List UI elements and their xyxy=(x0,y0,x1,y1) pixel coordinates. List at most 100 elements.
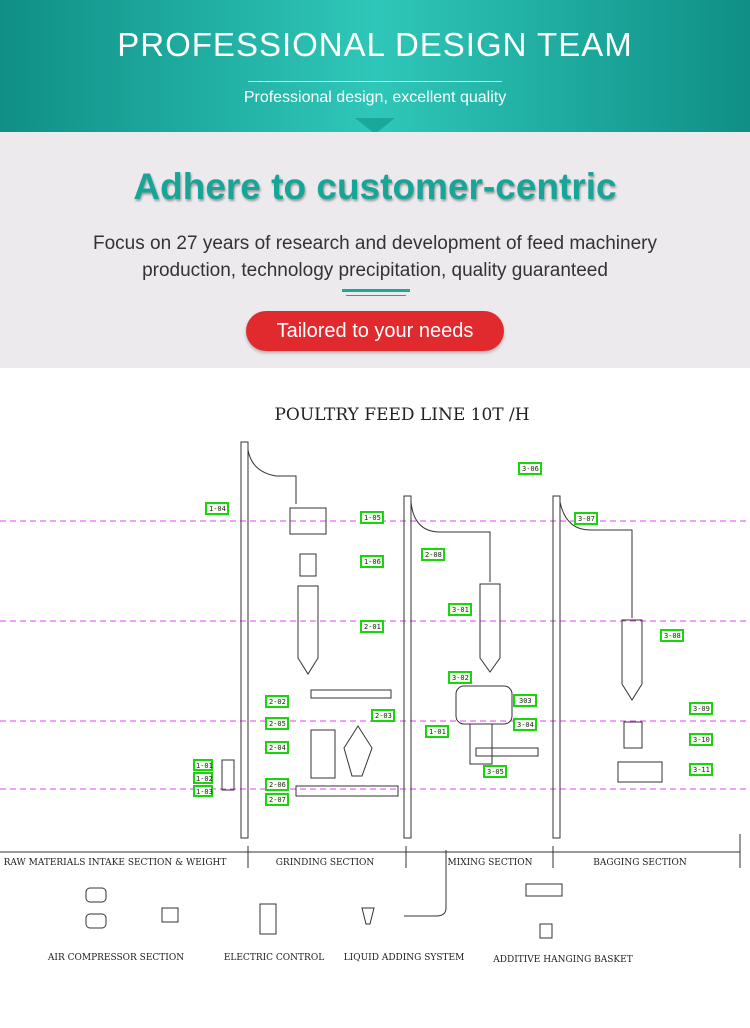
equipment-tag: 2-08 xyxy=(421,548,445,561)
svg-text:1-06: 1-06 xyxy=(364,558,381,566)
equipment-tag: 1-05 xyxy=(360,511,384,524)
banner-divider xyxy=(248,81,502,82)
banner-notch xyxy=(355,118,395,134)
elevator-3 xyxy=(552,495,561,839)
liquid-tank xyxy=(361,907,375,925)
section-labels: RAW MATERIALS INTAKE SECTION & WEIGHT GR… xyxy=(4,858,687,965)
svg-text:2-03: 2-03 xyxy=(375,712,392,720)
accent-rule-thin xyxy=(346,295,406,296)
hammer-mill xyxy=(310,729,336,779)
elevator-1 xyxy=(240,441,249,839)
section-label-grinding: GRINDING SECTION xyxy=(276,858,375,868)
conveyor-pipe xyxy=(247,449,297,504)
svg-text:303: 303 xyxy=(519,697,532,705)
svg-text:2-06: 2-06 xyxy=(269,781,286,789)
equipment-tag: 3-04 xyxy=(513,718,537,731)
svg-text:2-07: 2-07 xyxy=(269,796,286,804)
banner-title: PROFESSIONAL DESIGN TEAM xyxy=(117,26,633,63)
equipment-tag: 2-01 xyxy=(360,620,384,633)
base-conveyor xyxy=(295,785,399,797)
diagram-title: POULTRY FEED LINE 10T /H xyxy=(274,405,529,425)
equipment-tag: 1-04 xyxy=(205,502,229,515)
section-label-bagging: BAGGING SECTION xyxy=(593,858,687,868)
additive-bag xyxy=(539,923,553,939)
equipment-tag: 3-09 xyxy=(689,702,713,715)
conveyor-pipe xyxy=(559,501,633,618)
svg-text:3-09: 3-09 xyxy=(693,705,710,713)
mixer-body xyxy=(343,725,373,777)
svg-text:3-11: 3-11 xyxy=(693,766,710,774)
magnet xyxy=(299,553,317,577)
bagging-silo xyxy=(621,619,643,701)
equipment-tag: 3-02 xyxy=(448,671,472,684)
equipment-tag: 3-11 xyxy=(689,763,713,776)
description-line-2: production, technology precipitation, qu… xyxy=(142,260,608,281)
section-label-mixing: MIXING SECTION xyxy=(447,858,532,868)
svg-text:3-07: 3-07 xyxy=(578,515,595,523)
svg-text:3-02: 3-02 xyxy=(452,674,469,682)
air-compressor xyxy=(85,887,107,903)
header-banner xyxy=(0,0,750,132)
equipment-tag: 2-07 xyxy=(265,793,289,806)
equipment-tag: 1-03 xyxy=(193,785,213,797)
feed-line-diagram: POULTRY FEED LINE 10T /H xyxy=(0,405,750,965)
banner-subtitle: Professional design, excellent quality xyxy=(243,89,507,106)
svg-text:3-01: 3-01 xyxy=(452,606,469,614)
additive-basket xyxy=(525,883,563,897)
equipment-tag: 1-06 xyxy=(360,555,384,568)
svg-text:3-08: 3-08 xyxy=(664,632,681,640)
accent-rule xyxy=(342,289,410,292)
conveyor-pipe xyxy=(410,501,491,582)
air-tank xyxy=(161,907,179,923)
svg-text:1-04: 1-04 xyxy=(209,505,226,513)
intake-hopper xyxy=(221,759,235,791)
tailored-button[interactable]: Tailored to your needs xyxy=(246,311,504,351)
aux-label-additive-basket: ADDITIVE HANGING BASKET xyxy=(492,955,632,965)
svg-text:3-06: 3-06 xyxy=(522,465,539,473)
equipment-tag: 2-04 xyxy=(265,741,289,754)
equipment-tag: 2-06 xyxy=(265,778,289,791)
svg-text:2-01: 2-01 xyxy=(364,623,381,631)
equipment-tag: 2-02 xyxy=(265,695,289,708)
svg-text:3-04: 3-04 xyxy=(517,721,534,729)
machinery-drawing xyxy=(0,441,741,939)
svg-text:3-10: 3-10 xyxy=(693,736,710,744)
equipment-tag: 3-06 xyxy=(518,462,542,475)
equipment-tag: 1-01 xyxy=(425,725,449,738)
equipment-tag: 3-05 xyxy=(483,765,507,778)
svg-text:2-08: 2-08 xyxy=(425,551,442,559)
electric-control-cabinet xyxy=(259,903,277,935)
mixing-silo xyxy=(479,583,501,673)
svg-text:1-01: 1-01 xyxy=(429,728,446,736)
svg-text:1-05: 1-05 xyxy=(364,514,381,522)
svg-text:2-05: 2-05 xyxy=(269,720,286,728)
support xyxy=(469,723,493,765)
intro-description: Focus on 27 years of research and develo… xyxy=(0,230,750,284)
equipment-tag: 1-02 xyxy=(193,772,213,784)
equipment-tag: 303 xyxy=(513,694,537,707)
svg-text:1-02: 1-02 xyxy=(196,775,213,783)
equipment-tag: 3-01 xyxy=(448,603,472,616)
equipment-tag: 1-01 xyxy=(193,759,213,771)
svg-text:2-04: 2-04 xyxy=(269,744,286,752)
equipment-tag: 3-08 xyxy=(660,629,684,642)
aux-label-electric-control: ELECTRIC CONTROL xyxy=(224,953,324,963)
packer xyxy=(623,721,643,749)
air-compressor xyxy=(85,913,107,929)
equipment-tag: 3-07 xyxy=(574,512,598,525)
elevator-2 xyxy=(403,495,412,839)
svg-text:1-03: 1-03 xyxy=(196,788,213,796)
silo xyxy=(297,585,319,675)
equipment-tag: 2-03 xyxy=(371,709,395,722)
svg-text:1-01: 1-01 xyxy=(196,762,213,770)
mixing-conveyor xyxy=(475,747,539,757)
svg-text:2-02: 2-02 xyxy=(269,698,286,706)
bin-feeder xyxy=(289,507,327,535)
screw-conveyor xyxy=(310,689,392,699)
mixer xyxy=(455,685,513,725)
bag-stand xyxy=(617,761,663,783)
intro-headline: Adhere to customer-centric xyxy=(133,166,617,207)
equipment-tag: 3-10 xyxy=(689,733,713,746)
equipment-tags: 1-04 1-05 1-06 2-01 2-02 2-05 2-04 2-06 … xyxy=(193,462,713,806)
svg-text:3-05: 3-05 xyxy=(487,768,504,776)
